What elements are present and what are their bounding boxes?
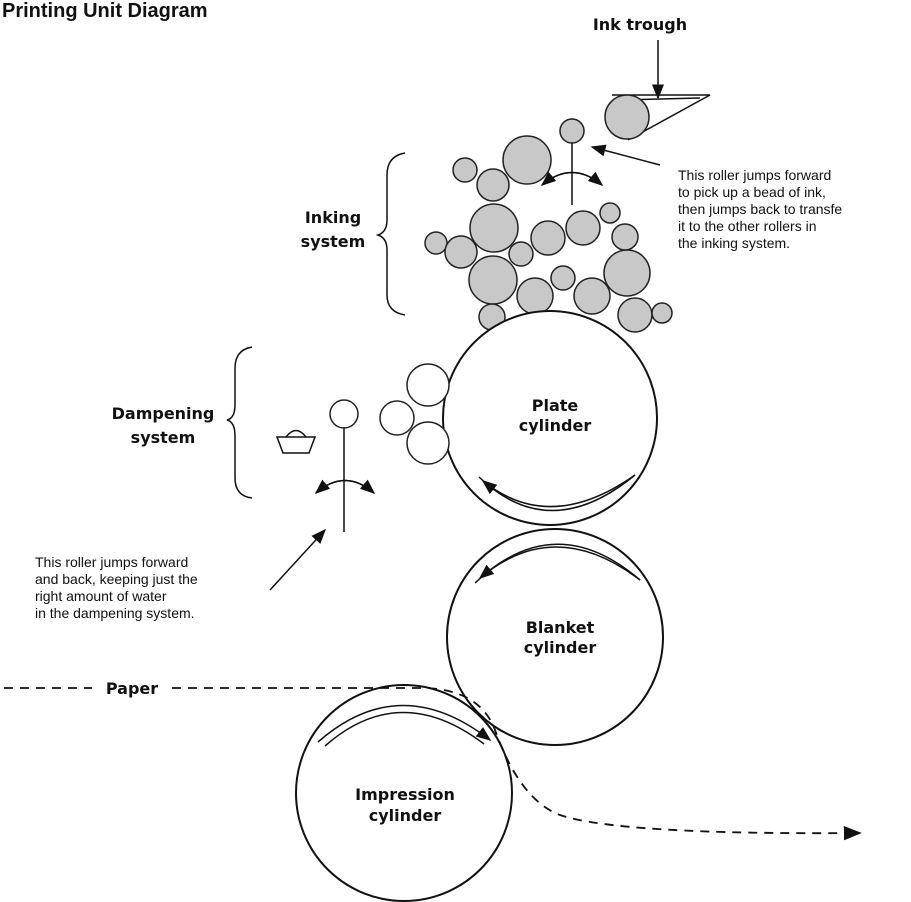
impression-cylinder [295, 684, 513, 902]
svg-text:it to the other rollers in: it to the other rollers in [678, 218, 817, 234]
blanket-cylinder [446, 528, 664, 746]
ink-trough-label: Ink trough [593, 15, 687, 34]
plate-label-1: Plate [532, 396, 579, 415]
paper-label: Paper [106, 679, 158, 698]
ink-ductor-roller [540, 118, 604, 205]
dampening-brace [226, 346, 253, 499]
dampening-label-1: Dampening [112, 404, 215, 423]
inking-brace [375, 152, 406, 316]
plate-label-2: cylinder [519, 416, 592, 435]
impression-label-1: Impression [355, 785, 455, 804]
water-roller-note: This roller jumps forward and back, keep… [35, 554, 198, 621]
impression-label-2: cylinder [369, 806, 442, 825]
inking-label-1: Inking [305, 208, 361, 227]
inking-rollers [424, 135, 673, 333]
plate-cylinder [442, 310, 658, 526]
svg-text:and back, keeping just the: and back, keeping just the [35, 571, 198, 587]
water-ductor-roller [314, 399, 376, 532]
page-title: Printing Unit Diagram [2, 0, 208, 22]
dampening-rollers [379, 363, 450, 465]
svg-text:in the dampening system.: in the dampening system. [35, 605, 195, 621]
ink-fountain-roller [604, 94, 650, 140]
dampening-label-2: system [131, 428, 196, 447]
paper-path [4, 687, 862, 841]
svg-text:then jumps back to transfe: then jumps back to transfe [678, 201, 842, 217]
blanket-label-1: Blanket [526, 618, 595, 637]
water-note-pointer [269, 528, 327, 591]
blanket-label-2: cylinder [524, 638, 597, 657]
ink-roller-note: This roller jumps forward to pick up a b… [678, 167, 842, 251]
svg-text:right amount of water: right amount of water [35, 588, 167, 604]
water-pan [275, 429, 317, 454]
svg-text:This roller jumps forward: This roller jumps forward [35, 554, 188, 570]
svg-text:the inking system.: the inking system. [678, 235, 790, 251]
svg-text:This roller jumps forward: This roller jumps forward [678, 167, 831, 183]
svg-text:to pick up a bead of ink,: to pick up a bead of ink, [678, 184, 826, 200]
ink-note-pointer [590, 144, 661, 166]
ink-trough [604, 94, 711, 141]
inking-label-2: system [301, 232, 366, 251]
